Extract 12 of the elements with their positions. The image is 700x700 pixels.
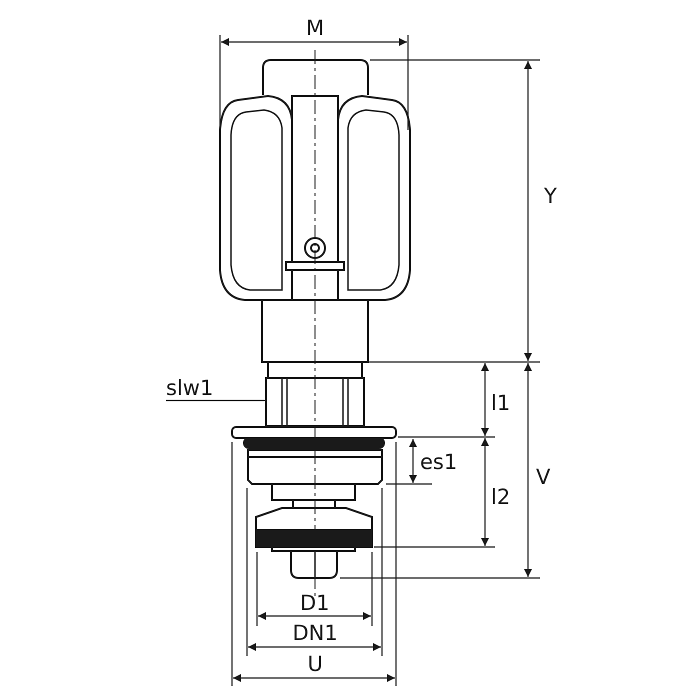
part-label: slw1 [166, 378, 214, 398]
dimension-label: l2 [491, 486, 510, 508]
dimension-label: U [308, 654, 323, 674]
dimension-label: Y [544, 186, 557, 206]
leader-line [166, 400, 266, 402]
dimension-label: V [536, 466, 550, 488]
dimension-label: l1 [491, 392, 510, 414]
dimension-label: DN1 [292, 622, 338, 644]
dimension-label: D1 [300, 592, 330, 614]
hex-nut [265, 377, 365, 427]
dimension-label: es1 [420, 452, 458, 472]
dimension-label: M [306, 18, 324, 38]
